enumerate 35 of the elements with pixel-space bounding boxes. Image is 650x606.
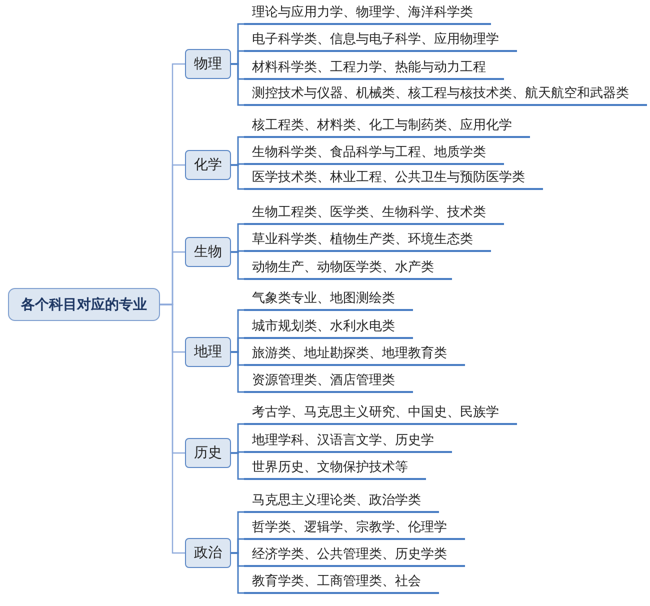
underlined-item: 世界历史、文物保护技术等 xyxy=(244,458,426,480)
underlined-item: 旅游类、地址勘探类、地理教育类 xyxy=(244,344,465,366)
connector-line xyxy=(160,304,185,554)
connector-line xyxy=(231,251,244,280)
subject-box: 历史 xyxy=(185,438,231,468)
underlined-item: 哲学类、逻辑学、宗教学、伦理学 xyxy=(244,518,465,540)
underlined-item: 动物生产、动物医学类、水产类 xyxy=(244,258,452,280)
underlined-item: 经济学类、公共管理类、历史学类 xyxy=(244,545,465,567)
underlined-item: 医学技术类、林业工程、公共卫生与预防医学类 xyxy=(244,168,543,190)
subject-box: 物理 xyxy=(185,49,231,79)
connector-line xyxy=(231,164,244,190)
underlined-item: 材料科学类、工程力学、热能与动力工程 xyxy=(244,58,504,80)
connector-line xyxy=(231,452,244,480)
subject-box: 化学 xyxy=(185,150,231,180)
connector-line xyxy=(231,552,244,594)
underlined-item: 核工程类、材料类、化工与制药类、应用化学 xyxy=(244,116,530,138)
topic-box: 各个科目对应的专业 xyxy=(8,288,160,321)
underlined-item: 资源管理类、酒店管理类 xyxy=(244,371,413,393)
underlined-item: 生物工程类、医学类、生物科学、技术类 xyxy=(244,203,504,225)
connector-line xyxy=(231,351,244,393)
underlined-item: 马克思主义理论类、政治学类 xyxy=(244,491,439,513)
underlined-item: 考古学、马克思主义研究、中国史、民族学 xyxy=(244,403,517,425)
underlined-item: 电子科学类、信息与电子科学、应用物理学 xyxy=(244,30,517,52)
underlined-item: 理论与应用力学、物理学、海洋科学类 xyxy=(244,3,491,25)
underlined-item: 生物科学类、食品科学与工程、地质学类 xyxy=(244,143,504,165)
subject-box: 地理 xyxy=(185,337,231,367)
underlined-item: 测控技术与仪器、机械类、核工程与核技术类、航天航空和武器类 xyxy=(244,84,647,106)
connector-line xyxy=(231,63,244,106)
underlined-item: 草业科学类、植物生产类、环境生态类 xyxy=(244,230,491,252)
underlined-item: 城市规划类、水利水电类 xyxy=(244,317,413,339)
subject-box: 政治 xyxy=(185,538,231,568)
underlined-item: 地理学科、汉语言文学、历史学 xyxy=(244,431,452,453)
subject-box: 生物 xyxy=(185,237,231,267)
underlined-item: 教育学类、工商管理类、社会 xyxy=(244,572,439,594)
underlined-item: 气象类专业、地图测绘类 xyxy=(244,289,413,311)
